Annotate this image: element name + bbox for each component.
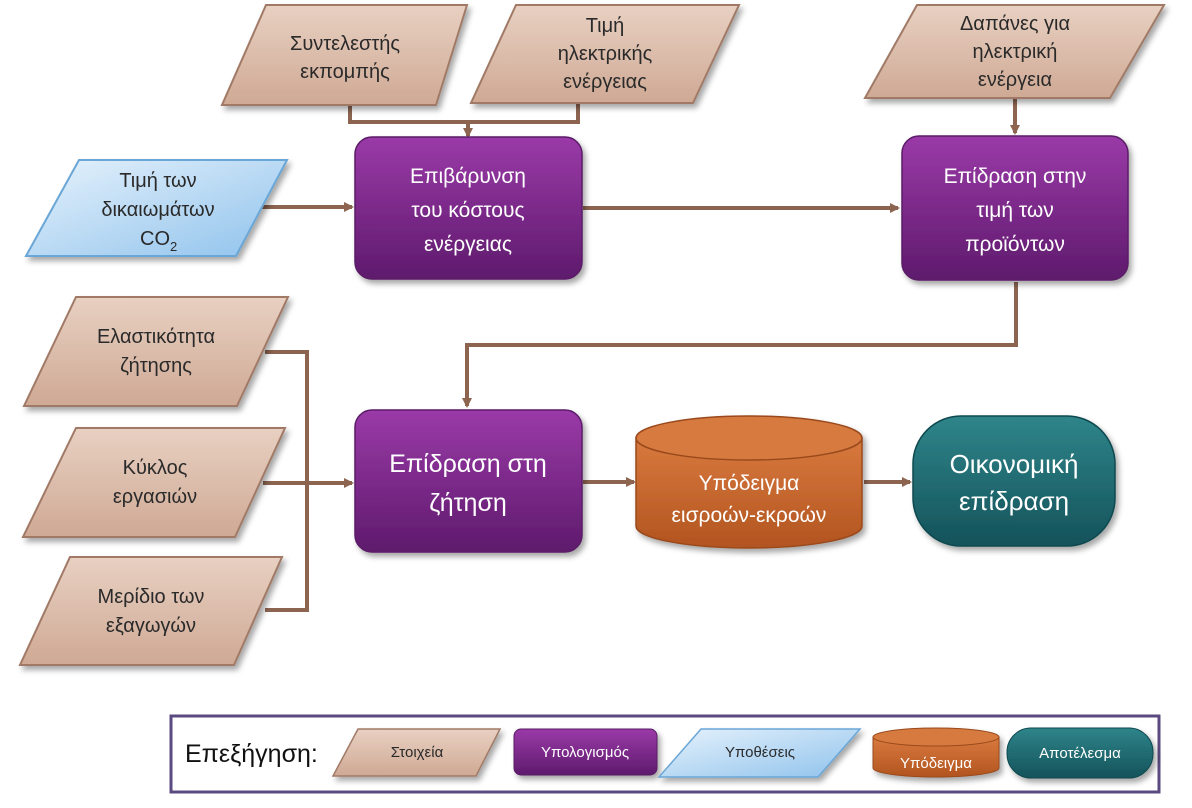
legend-item-model-label: Υπόδειγμα	[900, 755, 972, 772]
input-electricity-price-line-3: ενέργειας	[563, 71, 647, 93]
legend: Επεξήγηση: Στοιχεία Υπολογισμός Υποθέσει…	[169, 714, 1161, 794]
calc-demand-effect: Επίδραση στη ζήτηση	[354, 409, 583, 553]
calc-energy-cost-burden-line-1: Επιβάρυνση	[410, 165, 526, 188]
input-demand-elasticity: Ελαστικότητα ζήτησης	[22, 296, 290, 407]
input-business-cycle: Κύκλος εργασιών	[21, 427, 287, 538]
legend-item-assumptions: Υποθέσεις	[657, 728, 862, 778]
result-economic-impact-line-1: Οικονομική	[950, 449, 1079, 479]
calc-demand-effect-line-1: Επίδραση στη	[389, 450, 547, 478]
calc-product-price-effect-line-1: Επίδραση στην	[944, 165, 1087, 188]
legend-item-result: Αποτέλεσμα	[1006, 727, 1154, 779]
calc-product-price-effect: Επίδραση στην τιμή των προϊόντων	[901, 135, 1129, 281]
connector-emission-factor	[348, 105, 468, 124]
input-electricity-costs-line-2: ηλεκτρική	[973, 41, 1058, 63]
assumption-co2-price-line-2: δικαιωμάτων	[101, 199, 214, 221]
calc-product-price-effect-line-2: τιμή των	[976, 199, 1053, 222]
input-demand-elasticity-line-1: Ελαστικότητα	[97, 326, 215, 348]
legend-item-model	[872, 727, 1000, 778]
input-emission-factor: Συντελεστής εκπομπής	[220, 4, 469, 106]
assumption-co2-price-line-1: Τιμή των	[119, 170, 196, 192]
input-electricity-costs-line-3: ενέργεια	[978, 69, 1052, 91]
input-electricity-costs: Δαπάνες για ηλεκτρική ενέργεια	[863, 4, 1166, 99]
input-emission-factor-line-1: Συντελεστής	[290, 33, 400, 55]
legend-item-calculation: Υπολογισμός	[513, 728, 658, 776]
calc-energy-cost-burden: Επιβάρυνση του κόστους ενέργειας	[354, 136, 583, 280]
input-export-share-line-2: εξαγωγών	[106, 615, 196, 637]
calc-product-price-effect-line-3: προϊόντων	[965, 233, 1065, 256]
assumption-co2-price: Τιμή των δικαιωμάτων CO2	[24, 159, 289, 257]
model-input-output-line-2: εισροών-εκροών	[672, 504, 827, 527]
calc-energy-cost-burden-line-2: του κόστους	[411, 199, 524, 222]
input-demand-elasticity-line-2: ζήτησης	[120, 355, 192, 377]
connector-price-effect-to-demand	[462, 282, 1018, 408]
connectors	[262, 98, 1020, 612]
legend-item-assumptions-label: Υποθέσεις	[725, 744, 795, 761]
legend-title: Επεξήγηση:	[185, 740, 318, 768]
input-electricity-price-line-1: Τιμή	[586, 15, 625, 37]
legend-item-data-label: Στοιχεία	[391, 744, 444, 761]
assumption-co2-price-line-3: CO2	[140, 228, 177, 254]
input-electricity-costs-line-1: Δαπάνες για	[960, 13, 1070, 35]
result-economic-impact-line-2: επίδραση	[959, 486, 1069, 516]
input-emission-factor-line-2: εκπομπής	[300, 61, 390, 83]
result-economic-impact: Οικονομική επίδραση	[912, 415, 1116, 547]
legend-item-result-label: Αποτέλεσμα	[1039, 745, 1121, 762]
input-business-cycle-line-1: Κύκλος	[123, 457, 188, 479]
connector-electricity-price	[463, 103, 580, 138]
calc-energy-cost-burden-line-3: ενέργειας	[424, 233, 512, 256]
input-export-share-line-1: Μερίδιο των	[98, 586, 205, 608]
legend-item-data: Στοιχεία	[331, 728, 502, 777]
input-electricity-price-line-2: ηλεκτρικής	[558, 43, 653, 65]
model-input-output	[635, 415, 863, 549]
legend-item-calculation-label: Υπολογισμός	[541, 744, 629, 761]
input-electricity-price: Τιμή ηλεκτρικής ενέργειας	[469, 4, 741, 104]
calc-demand-effect-line-2: ζήτηση	[429, 489, 507, 517]
input-export-share: Μερίδιο των εξαγωγών	[18, 556, 284, 666]
model-input-output-line-1: Υπόδειγμα	[699, 472, 800, 495]
input-business-cycle-line-2: εργασιών	[113, 486, 197, 508]
